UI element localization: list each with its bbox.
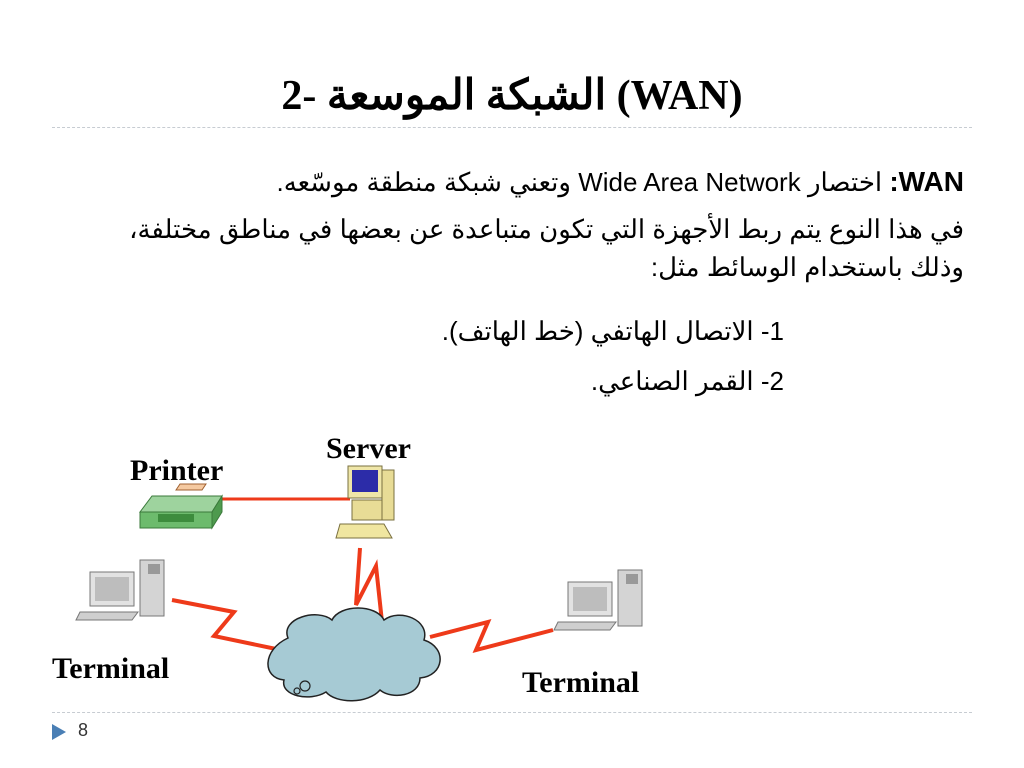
definition-paragraph: WAN: اختصار Wide Area Network وتعني شبكة… [100,160,964,204]
slide-title: 2- الشبكة الموسعة (WAN) [281,73,743,119]
server-label: Server [326,432,411,465]
left-terminal-link [171,598,282,652]
title-divider [52,127,972,128]
server-icon [335,465,395,539]
server-cloud-link [354,547,384,623]
computer-icon [553,569,643,631]
printer-icon [139,483,223,530]
list-item: 1- الاتصال الهاتفي (خط الهاتف). [441,316,784,346]
play-arrow-icon [52,724,66,740]
page-number: 8 [78,720,89,740]
footer-divider [52,712,972,713]
right-terminal-link [429,619,554,653]
list-item: 2- القمر الصناعي. [590,366,784,396]
computer-icon [75,559,165,621]
definition-text: اختصار Wide Area Network وتعني شبكة منطق… [276,167,890,197]
printer-label: Printer [130,454,224,487]
terminal-right-label: Terminal [522,666,640,699]
cloud-icon [267,607,441,702]
terminal-left-label: Terminal [52,652,170,685]
definition-term: WAN: [889,166,964,197]
description-paragraph: في هذا النوع يتم ربط الأجهزة التي تكون م… [129,214,964,282]
